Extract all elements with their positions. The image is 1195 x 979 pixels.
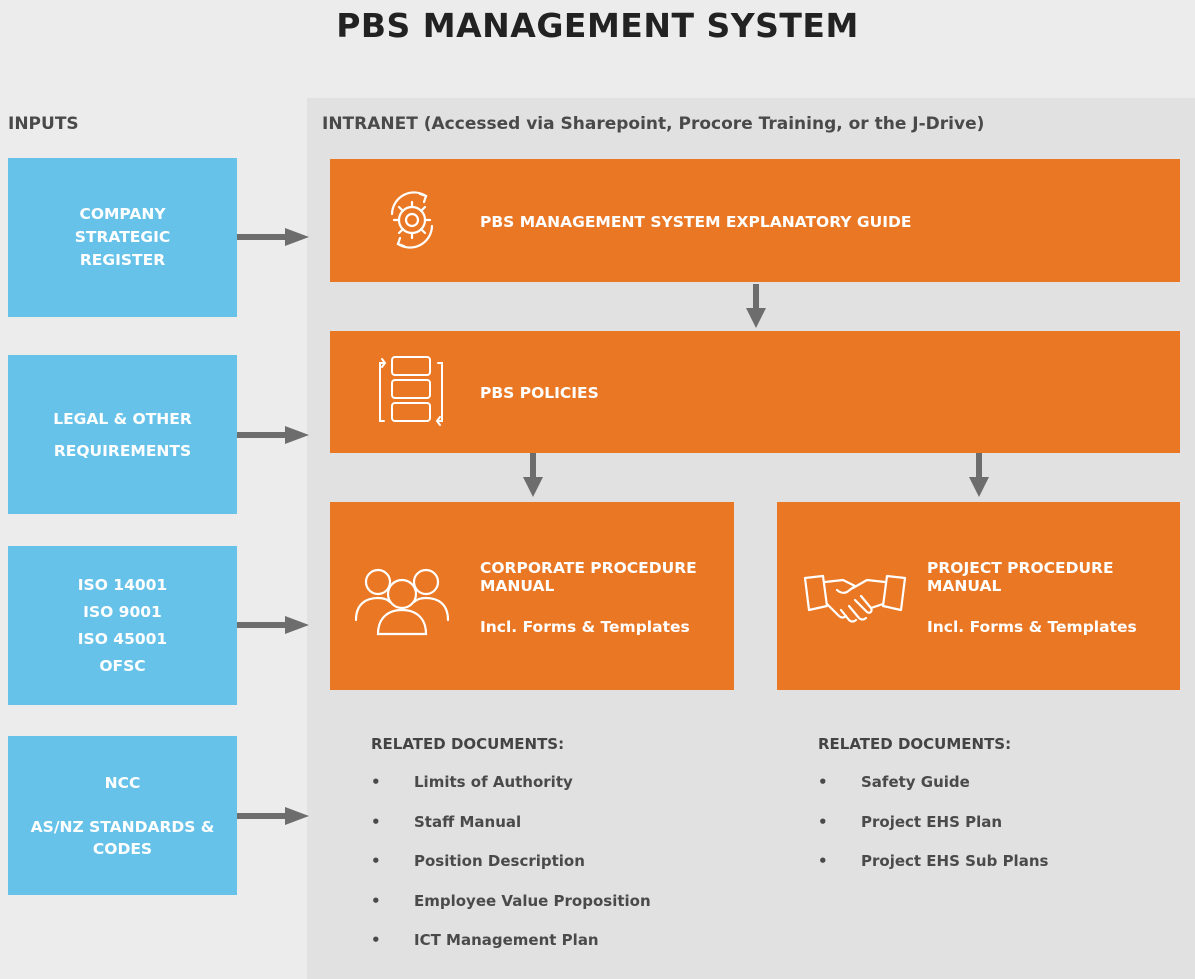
list-item-text: Employee Value Proposition [414, 891, 651, 910]
input-line: ISO 45001 [77, 629, 168, 648]
arrow-right-3 [237, 616, 309, 634]
input-line: REQUIREMENTS [53, 441, 192, 460]
input-line: LEGAL & OTHER [53, 409, 192, 428]
list-item: • ICT Management Plan [371, 931, 731, 971]
list-item-text: Project EHS Sub Plans [861, 852, 1049, 870]
arrow-down-guide [746, 284, 766, 328]
related-documents-list-project: • Safety Guide • Project EHS Plan • Project… [818, 773, 1178, 892]
input-line: ISO 14001 [77, 575, 168, 594]
bullet: • [818, 812, 828, 831]
intranet-heading: INTRANET (Accessed via Sharepoint, Proco… [322, 114, 985, 134]
list-item: • Position Description [371, 852, 731, 892]
bullet: • [371, 812, 381, 831]
arrow-down-corporate [523, 453, 543, 497]
bullet: • [371, 931, 381, 949]
input-company-strategic-register: COMPANY STRATEGIC REGISTER [8, 158, 237, 317]
related-documents-heading-corporate: RELATED DOCUMENTS: [371, 735, 565, 753]
input-line: STRATEGIC [74, 228, 171, 246]
arrow-right-4 [237, 807, 309, 825]
page-title: PBS MANAGEMENT SYSTEM [336, 6, 859, 45]
arrow-down-project [969, 453, 989, 497]
bullet: • [818, 773, 828, 791]
explanatory-guide-box: PBS MANAGEMENT SYSTEM EXPLANATORY GUIDE [330, 159, 1180, 282]
list-item: • Project EHS Plan [818, 813, 1178, 853]
input-line: NCC [104, 773, 141, 792]
input-line: OFSC [99, 656, 146, 675]
list-item-text: Staff Manual [414, 812, 522, 831]
project-procedure-line: PROJECT PROCEDURE [927, 559, 1114, 577]
arrow-right-2 [237, 426, 309, 444]
explanatory-guide-label: PBS MANAGEMENT SYSTEM EXPLANATORY GUIDE [480, 213, 912, 231]
corporate-procedure-box: CORPORATE PROCEDURE MANUAL Incl. Forms &… [330, 502, 734, 690]
corporate-procedure-line: CORPORATE PROCEDURE [480, 559, 697, 577]
pbs-policies-box: PBS POLICIES [330, 331, 1180, 453]
handshake-icon [803, 574, 907, 623]
input-line: COMPANY [79, 205, 166, 223]
stacked-layers-icon [379, 356, 443, 426]
input-line: ISO 9001 [83, 602, 162, 621]
list-item-text: Safety Guide [861, 773, 970, 791]
list-item-text: ICT Management Plan [414, 931, 599, 949]
project-procedure-box: PROJECT PROCEDURE MANUAL Incl. Forms & T… [777, 502, 1180, 690]
bullet: • [371, 891, 381, 910]
project-procedure-label: PROJECT PROCEDURE MANUAL [927, 559, 1114, 595]
arrow-right-1 [237, 228, 309, 246]
list-item: • Employee Value Proposition [371, 892, 731, 932]
list-item-text: Position Description [414, 852, 585, 870]
input-line: AS/NZ STANDARDS & [30, 817, 215, 836]
list-item-text: Limits of Authority [414, 773, 573, 791]
list-item: • Project EHS Sub Plans [818, 852, 1178, 892]
people-group-icon [354, 568, 450, 636]
bullet: • [371, 852, 381, 870]
pbs-policies-label: PBS POLICIES [480, 384, 599, 402]
project-procedure-line: MANUAL [927, 577, 1002, 595]
related-documents-heading-project: RELATED DOCUMENTS: [818, 735, 1012, 753]
list-item: • Safety Guide [818, 773, 1178, 813]
bullet: • [818, 852, 828, 870]
corporate-procedure-sub: Incl. Forms & Templates [480, 618, 690, 636]
bullet: • [371, 773, 381, 791]
inputs-heading: INPUTS [8, 114, 79, 134]
input-iso-standards: ISO 14001 ISO 9001 ISO 45001 OFSC [8, 546, 237, 705]
list-item: • Staff Manual [371, 813, 731, 853]
input-line: CODES [92, 839, 153, 858]
project-procedure-sub: Incl. Forms & Templates [927, 618, 1137, 636]
list-item-text: Project EHS Plan [861, 812, 1003, 831]
input-line: REGISTER [79, 251, 166, 269]
input-ncc-standards: NCC AS/NZ STANDARDS & CODES [8, 736, 237, 895]
related-documents-list-corporate: • Limits of Authority • Staff Manual • Posi… [371, 773, 731, 971]
corporate-procedure-label: CORPORATE PROCEDURE MANUAL [480, 559, 697, 595]
list-item: • Limits of Authority [371, 773, 731, 813]
input-legal-requirements: LEGAL & OTHER REQUIREMENTS [8, 355, 237, 514]
gear-cycle-icon [390, 191, 434, 249]
corporate-procedure-line: MANUAL [480, 577, 555, 595]
